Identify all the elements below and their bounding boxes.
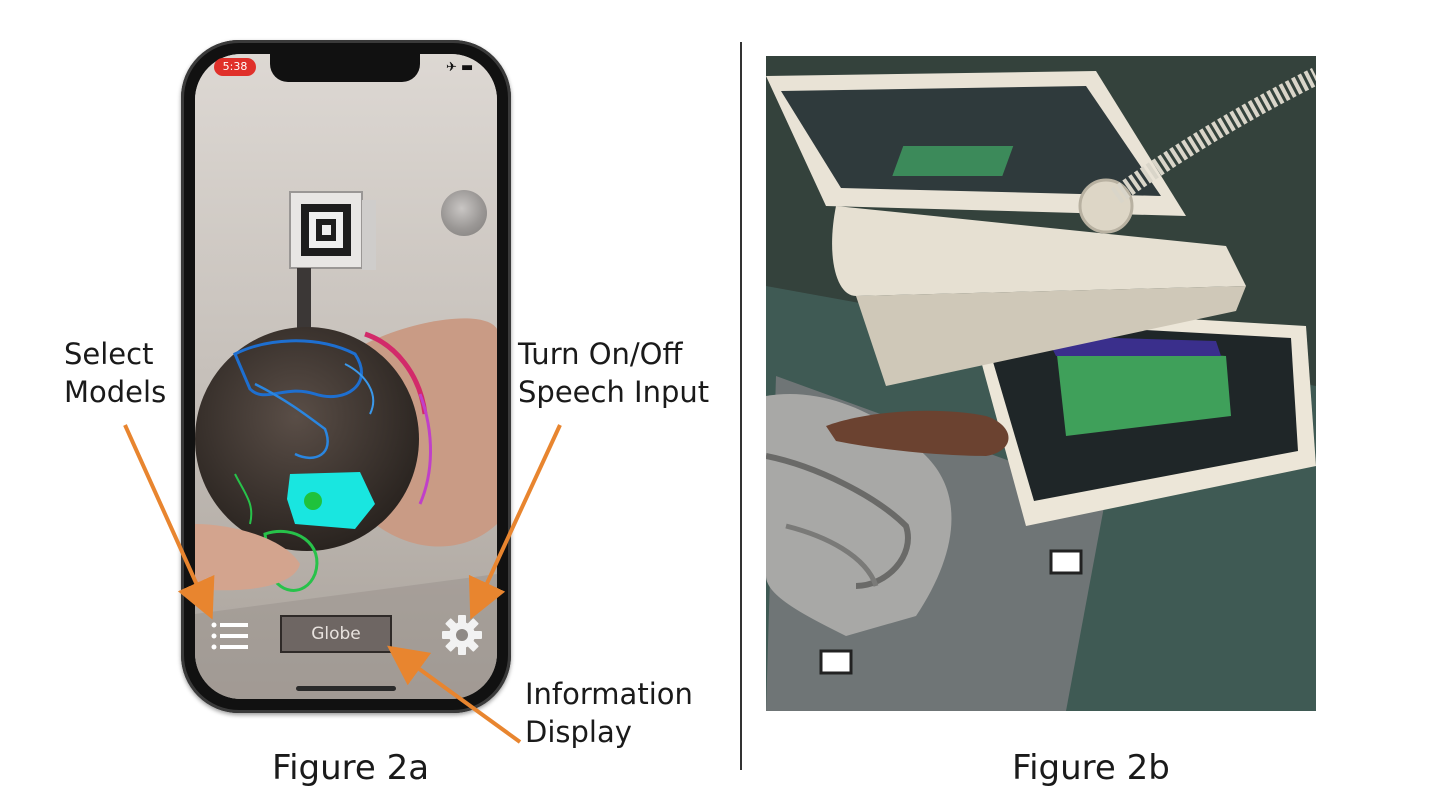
gear-icon[interactable]	[441, 614, 483, 656]
figure-2b-photo	[766, 56, 1316, 711]
figure-2b-caption: Figure 2b	[1012, 748, 1170, 788]
information-display: Globe	[280, 615, 392, 653]
home-indicator	[296, 686, 396, 691]
speech-input-label: Turn On/Off Speech Input	[518, 337, 710, 409]
phone-notch	[270, 52, 420, 82]
information-display-arrow	[387, 645, 522, 744]
selected-region-highlight	[287, 472, 375, 529]
figure-2a-caption: Figure 2a	[272, 748, 430, 788]
annotation-arrows	[123, 424, 562, 744]
phone-screen	[195, 54, 497, 699]
speech-input-arrow	[468, 424, 562, 620]
status-icons: ✈ ▬	[446, 60, 474, 75]
select-models-arrow	[123, 424, 215, 620]
information-display-label: Information Display	[525, 677, 693, 749]
speech-toggle-icon[interactable]	[441, 190, 487, 236]
status-time: 5:38	[214, 58, 256, 76]
list-icon[interactable]	[210, 620, 250, 652]
select-models-label: Select Models	[64, 337, 167, 409]
figure-divider	[740, 42, 742, 770]
